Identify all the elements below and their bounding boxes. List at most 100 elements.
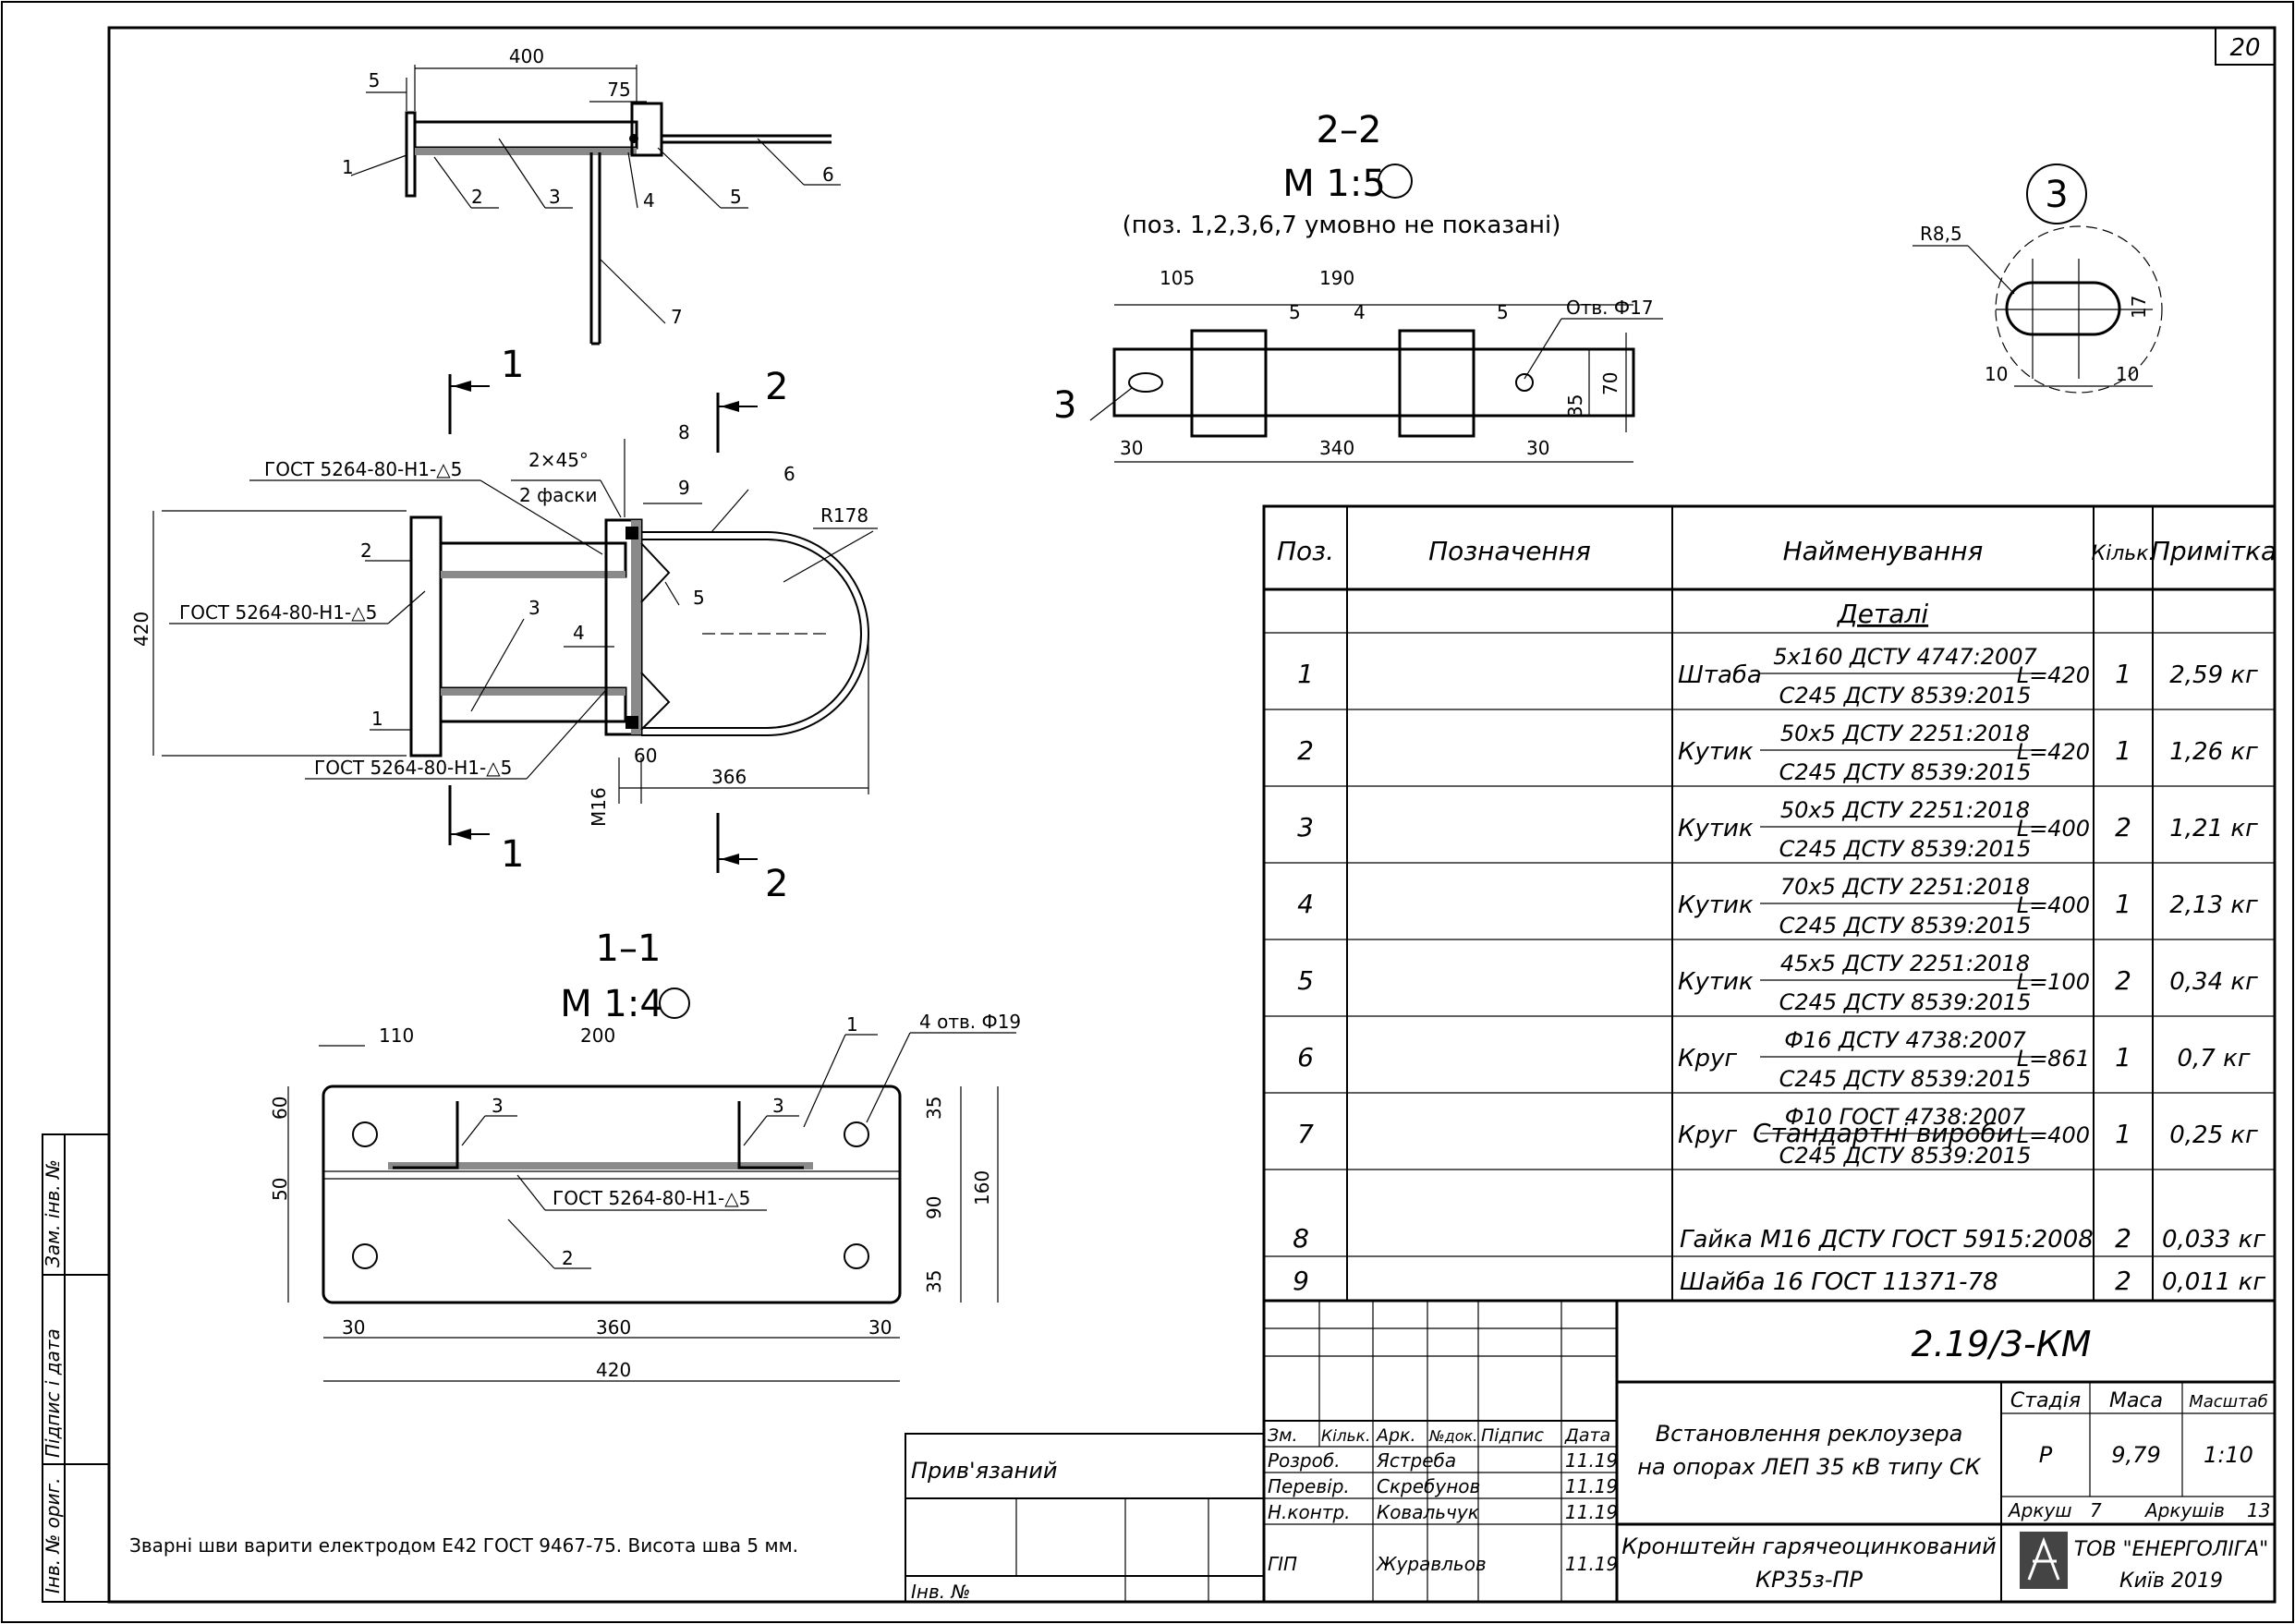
title-block: 2.19/3-КМ Стадія Маса Масштаб Р 9,79 1:1… <box>905 1299 2277 1604</box>
s22-dim-105: 105 <box>1160 267 1195 289</box>
side-inv-orig: Інв. № ориг. <box>42 1478 64 1594</box>
d3-dim-17: 17 <box>2128 296 2150 319</box>
tv-pos-7: 7 <box>671 306 683 328</box>
spec-profile: 50x5 ДСТУ 2251:2018 <box>1780 797 2030 823</box>
spec-pos: 5 <box>1297 965 1314 996</box>
spec-length: L=400 <box>2017 816 2090 842</box>
side-stamp: Інв. № ориг. Підпис і дата Зам. інв. № <box>42 1133 110 1603</box>
name-4: Журавльов <box>1375 1553 1487 1575</box>
spec-qty: 2 <box>2115 965 2131 996</box>
std-note-9: 0,011 кг <box>2162 1268 2265 1296</box>
pv-m16: М16 <box>588 787 610 827</box>
spec-length: L=400 <box>2017 1122 2090 1148</box>
s22-dim-340: 340 <box>1319 437 1354 459</box>
spec-qty: 1 <box>2115 1119 2131 1149</box>
spec-material: С245 ДСТУ 8539:2015 <box>1779 913 2032 939</box>
tv-pos-2: 2 <box>471 186 483 208</box>
drawing-line-1: Кронштейн гарячеоцинкований <box>1621 1533 1996 1559</box>
spec-pos: 2 <box>1297 735 1314 766</box>
spec-material: С245 ДСТУ 8539:2015 <box>1779 836 2032 862</box>
spec-material: С245 ДСТУ 8539:2015 <box>1779 1143 2032 1169</box>
pv-dim-60: 60 <box>634 745 657 767</box>
pv-pos-9: 9 <box>678 477 690 499</box>
s11-dim-420: 420 <box>596 1359 631 1381</box>
th-name: Найменування <box>1783 536 1984 566</box>
pv-pos-1: 1 <box>371 708 383 730</box>
cut2-bottom: 2 <box>765 863 788 905</box>
col-ndok: №док. <box>1428 1427 1477 1445</box>
detail-3: 3 R8,5 17 10 10 <box>1912 164 2163 394</box>
pv-pos-6: 6 <box>783 463 795 485</box>
spec-qty: 2 <box>2115 812 2131 842</box>
spec-profile: Ф10 ГОСТ 4738:2007 <box>1785 1104 2026 1130</box>
spec-length: L=100 <box>2017 969 2090 995</box>
tv-pos-3: 3 <box>549 186 561 208</box>
pv-r178: R178 <box>820 504 868 527</box>
spec-note: 2,59 кг <box>2169 661 2258 689</box>
spec-length: L=420 <box>2017 739 2090 765</box>
spec-profile: 45x5 ДСТУ 2251:2018 <box>1780 951 2030 976</box>
section-1-1: 1–1 М 1:4 110 200 60 50 35 90 160 35 30 … <box>269 927 1021 1382</box>
sheet-number: 20 <box>2229 34 2260 62</box>
spec-kind: Кутик <box>1678 968 1754 996</box>
s22-dim-30b: 30 <box>1526 437 1549 459</box>
col-ark: Арк. <box>1375 1425 1416 1446</box>
s11-weld: ГОСТ 5264-80-Н1-△5 <box>552 1187 750 1209</box>
scale-label: Масштаб <box>2189 1392 2268 1412</box>
std-note-8: 0,033 кг <box>2162 1226 2265 1254</box>
spec-pos: 4 <box>1297 889 1314 919</box>
pv-chamfer: 2×45° <box>528 449 589 471</box>
s11-dim-360: 360 <box>596 1316 631 1339</box>
s22-dim-5a: 5 <box>1289 301 1301 323</box>
col-zm: Зм. <box>1268 1425 1298 1446</box>
spec-pos: 1 <box>1297 659 1314 689</box>
date-4: 11.19 <box>1565 1553 1618 1575</box>
s22-dim-35: 35 <box>1564 394 1586 418</box>
pv-dim-420: 420 <box>130 612 152 647</box>
spec-profile: 70x5 ДСТУ 2251:2018 <box>1780 874 2030 900</box>
spec-qty: 1 <box>2115 1042 2131 1073</box>
s22-dim-30a: 30 <box>1120 437 1143 459</box>
s11-title: 1–1 <box>596 927 662 970</box>
s22-note: (поз. 1,2,3,6,7 умовно не показані) <box>1123 212 1561 239</box>
doc-code: 2.19/3-КМ <box>1911 1324 2091 1364</box>
sheet-number-box <box>2215 27 2276 66</box>
spec-material: С245 ДСТУ 8539:2015 <box>1779 989 2032 1015</box>
project-line-1: Встановлення реклоузера <box>1656 1421 1963 1447</box>
spec-length: L=861 <box>2017 1046 2090 1072</box>
s22-title: 2–2 <box>1317 109 1382 151</box>
pv-weld-b: ГОСТ 5264-80-Н1-△5 <box>179 601 377 624</box>
city-year: Київ 2019 <box>2119 1569 2223 1593</box>
col-kilk: Кільк. <box>1321 1427 1370 1446</box>
s11-pos-2: 2 <box>562 1247 574 1269</box>
spec-pos: 3 <box>1297 812 1314 842</box>
pv-chamfer-note: 2 фаски <box>519 484 598 506</box>
role-1: Розроб. <box>1268 1449 1341 1472</box>
spec-material: С245 ДСТУ 8539:2015 <box>1779 759 2032 785</box>
tv-pos-6: 6 <box>822 164 834 186</box>
s11-dim-35a: 35 <box>923 1097 945 1120</box>
s11-dim-30a: 30 <box>342 1316 365 1339</box>
pv-pos-8: 8 <box>678 421 690 443</box>
stage: Р <box>2039 1442 2053 1468</box>
date-3: 11.19 <box>1565 1501 1618 1523</box>
sheet-label: Аркуш <box>2007 1499 2072 1521</box>
cut2-top: 2 <box>765 366 788 408</box>
std-pos-8: 8 <box>1293 1223 1309 1254</box>
spec-material: С245 ДСТУ 8539:2015 <box>1779 683 2032 709</box>
cut1-bottom: 1 <box>501 833 524 876</box>
s11-dim-60: 60 <box>269 1097 291 1120</box>
scale: 1:10 <box>2204 1442 2253 1468</box>
pv-pos-2: 2 <box>360 539 372 562</box>
side-sign-date: Підпис і дата <box>42 1328 64 1458</box>
std-qty-9: 2 <box>2115 1266 2131 1296</box>
spec-standard: Стандартні вироби 8 Гайка М16 ДСТУ ГОСТ … <box>1293 1118 2265 1296</box>
spec-profile: 5x160 ДСТУ 4747:2007 <box>1773 644 2037 670</box>
role-4: ГІП <box>1268 1553 1297 1575</box>
role-2: Перевір. <box>1268 1475 1350 1497</box>
sheets: 13 <box>2247 1499 2270 1521</box>
std-name-8: Гайка М16 ДСТУ ГОСТ 5915:2008 <box>1680 1226 2094 1254</box>
date-1: 11.19 <box>1565 1449 1618 1472</box>
